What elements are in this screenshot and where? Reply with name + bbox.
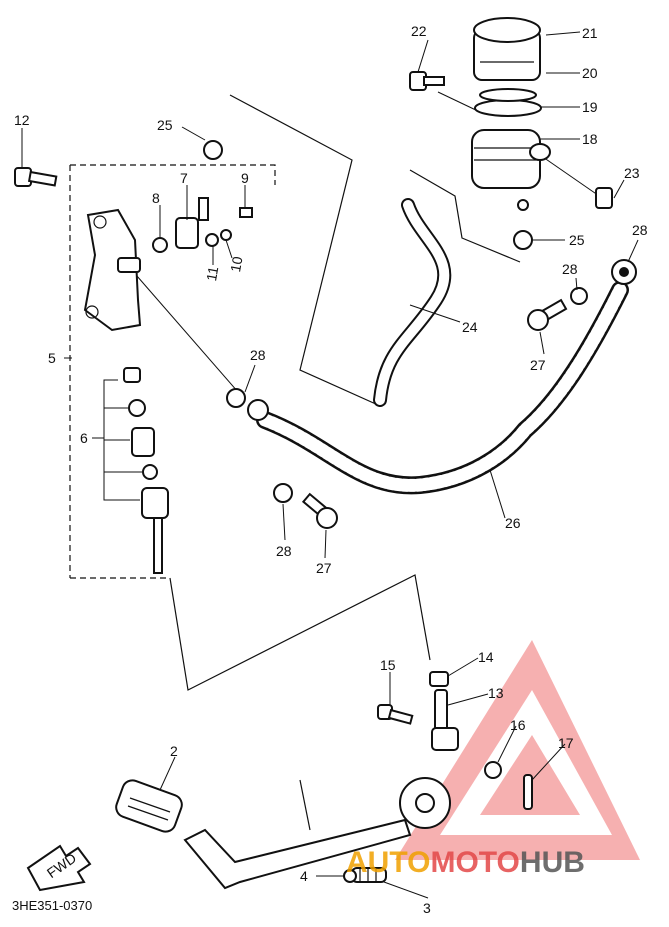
callout-3: 3: [423, 900, 431, 916]
washer-16: [484, 761, 502, 779]
callout-21: 21: [582, 25, 598, 41]
callout-2: 2: [170, 743, 178, 759]
callout-11: 11: [203, 265, 221, 282]
reference-line-upper: [229, 94, 379, 406]
screw-9: [239, 207, 253, 218]
callout-28-right: 28: [632, 222, 648, 238]
pedal-pad-2: [115, 779, 183, 833]
union-bolt-27-right: [527, 298, 568, 331]
master-cylinder-body: [83, 208, 142, 332]
callout-9: 9: [241, 170, 249, 186]
nut-14: [429, 671, 449, 687]
callout-18: 18: [582, 131, 598, 147]
hose-clamp-left: [203, 140, 223, 160]
bolt-15: [377, 704, 414, 725]
reference-line-hose: [409, 169, 521, 263]
callout-24: 24: [462, 319, 478, 335]
callout-25-right: 25: [569, 232, 585, 248]
leader-lines: [21, 31, 639, 899]
callout-22: 22: [411, 23, 427, 39]
callout-13: 13: [488, 685, 504, 701]
rod-13: [431, 689, 459, 751]
union-bolt-27-lower: [301, 492, 338, 529]
reference-line-lower: [169, 574, 431, 691]
reservoir-cap: [473, 17, 541, 81]
callout-28-left: 28: [250, 347, 266, 363]
watermark-word-moto: MOTO: [430, 846, 519, 879]
washer-28-left: [226, 388, 246, 408]
callout-12: 12: [14, 112, 30, 128]
pin-17: [523, 774, 533, 810]
brake-pedal: [183, 777, 451, 890]
assembly-box-5: [70, 164, 276, 185]
plate: [479, 88, 537, 102]
callout-6: 6: [80, 430, 88, 446]
callout-8: 8: [152, 190, 160, 206]
hose-clamp-right: [513, 230, 533, 250]
diaphragm: [474, 99, 542, 117]
joint-7: [175, 217, 199, 249]
watermark-word-hub: HUB: [520, 846, 585, 879]
reservoir-tank: [471, 129, 551, 189]
callout-14: 14: [478, 649, 494, 665]
bolt-12: [14, 167, 58, 187]
washer-10: [220, 229, 232, 241]
callout-23: 23: [624, 165, 640, 181]
bolt-22: [409, 71, 445, 91]
o-ring-8: [152, 237, 168, 253]
callout-28-mid: 28: [562, 261, 578, 277]
callout-16: 16: [510, 717, 526, 733]
watermark-word-auto: AUTO: [346, 846, 430, 879]
callout-15: 15: [380, 657, 396, 673]
clip-23: [595, 187, 613, 209]
callout-19: 19: [582, 99, 598, 115]
callout-27-right: 27: [530, 357, 546, 373]
callout-20: 20: [582, 65, 598, 81]
callout-17: 17: [558, 735, 574, 751]
callout-5: 5: [48, 350, 56, 366]
callout-26: 26: [505, 515, 521, 531]
callout-28-lower: 28: [276, 543, 292, 559]
washer-28-mid: [570, 287, 588, 305]
diagram-code: 3HE351-0370: [12, 898, 93, 913]
callout-27-lower: 27: [316, 560, 332, 576]
forward-arrow: FWD: [26, 844, 92, 892]
watermark-text: AUTOMOTOHUB: [346, 846, 585, 879]
washer-28-lower: [273, 483, 293, 503]
push-rod-kit: [123, 367, 169, 574]
callout-7: 7: [180, 170, 188, 186]
nut-11: [205, 233, 219, 247]
callout-10: 10: [227, 255, 245, 273]
callout-4: 4: [300, 868, 308, 884]
callout-25-left: 25: [157, 117, 173, 133]
